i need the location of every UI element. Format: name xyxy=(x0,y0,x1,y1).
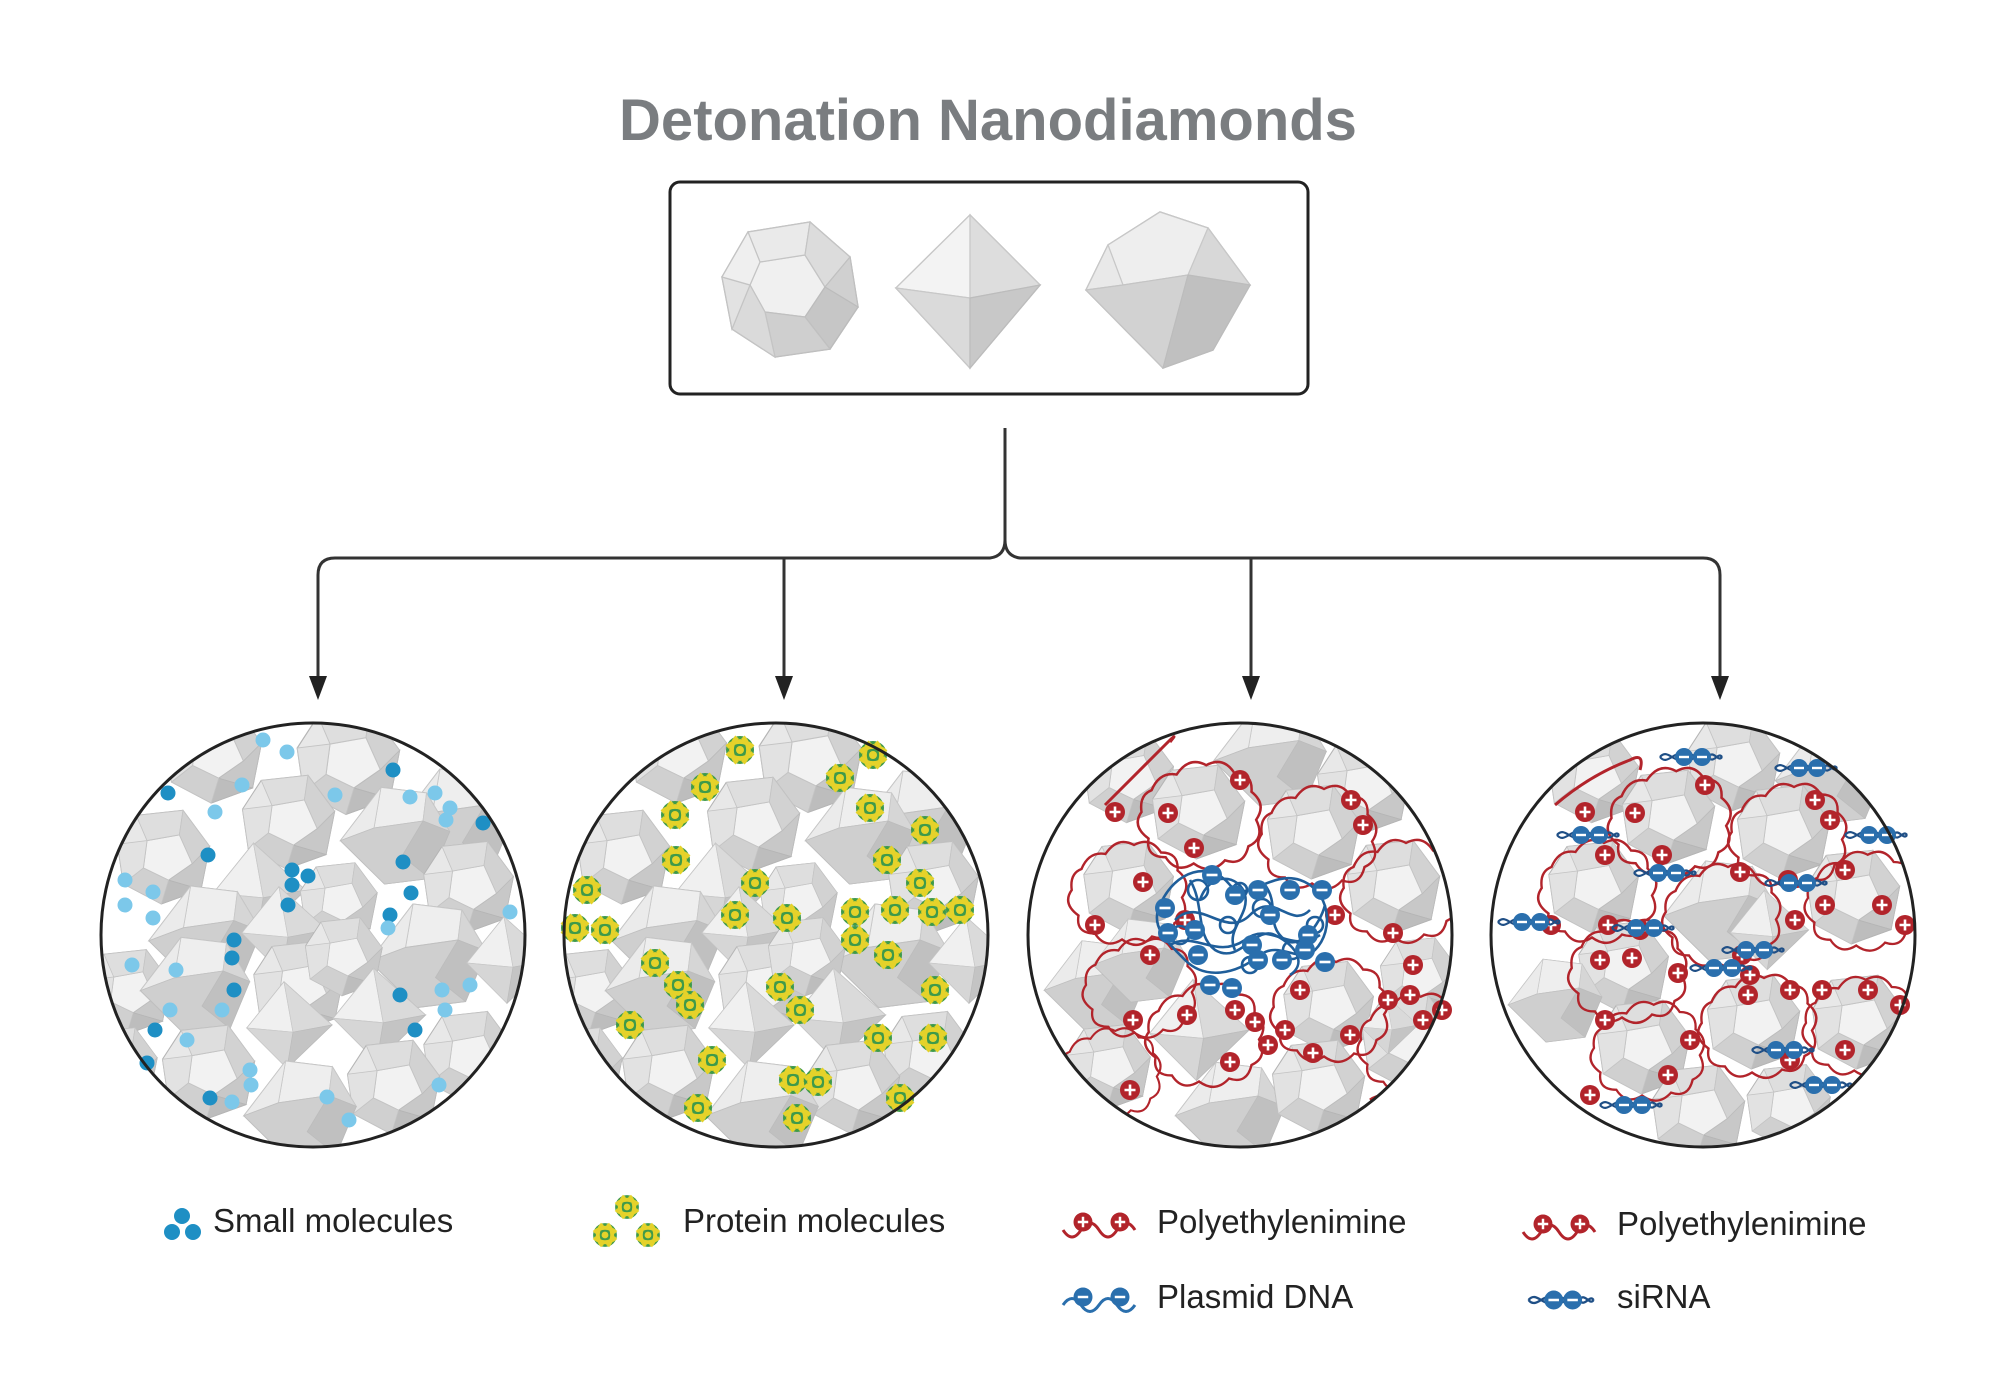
plasmid-dna-icon xyxy=(1061,1286,1137,1313)
octahedron-crystal xyxy=(894,213,1042,370)
protein-molecules-icon xyxy=(591,1193,662,1249)
panel-sirna xyxy=(1489,721,1917,1149)
rhombic-crystal xyxy=(1084,211,1252,370)
truncated-octahedron-crystal xyxy=(721,220,859,359)
legend-label-polyethylenimine-1: Polyethylenimine xyxy=(1157,1203,1406,1240)
panel-small-molecules xyxy=(99,721,527,1149)
legend-sirna-panel: Polyethylenimine siRNA xyxy=(1521,1205,1866,1315)
legend-label-sirna: siRNA xyxy=(1617,1278,1711,1315)
small-molecules-icon xyxy=(164,1208,201,1240)
legend-protein-molecules: Protein molecules xyxy=(591,1193,945,1249)
nanodiamond-shapes-box xyxy=(668,180,1310,396)
branch-connectors xyxy=(316,428,1722,676)
polyethylenimine-icon xyxy=(1521,1213,1597,1241)
panel-protein-molecules xyxy=(545,721,990,1149)
legend-label-small-molecules: Small molecules xyxy=(213,1202,453,1239)
polyethylenimine-icon xyxy=(1061,1211,1137,1239)
legend-plasmid-panel: Polyethylenimine Plasmid DNA xyxy=(1061,1203,1406,1315)
legend-label-polyethylenimine-2: Polyethylenimine xyxy=(1617,1205,1866,1242)
pei-wrappers-sirna xyxy=(1536,756,1915,1102)
sirna-icon xyxy=(1527,1289,1595,1311)
small-molecule-particles xyxy=(117,732,518,1128)
legend-small-molecules: Small molecules xyxy=(164,1202,453,1240)
legend-label-protein-molecules: Protein molecules xyxy=(683,1202,945,1239)
legend-label-plasmid-dna: Plasmid DNA xyxy=(1157,1278,1353,1315)
arrowheads xyxy=(309,676,1729,700)
diagram-title: Detonation Nanodiamonds xyxy=(619,88,1357,153)
panel-plasmid-dna xyxy=(1026,721,1454,1149)
